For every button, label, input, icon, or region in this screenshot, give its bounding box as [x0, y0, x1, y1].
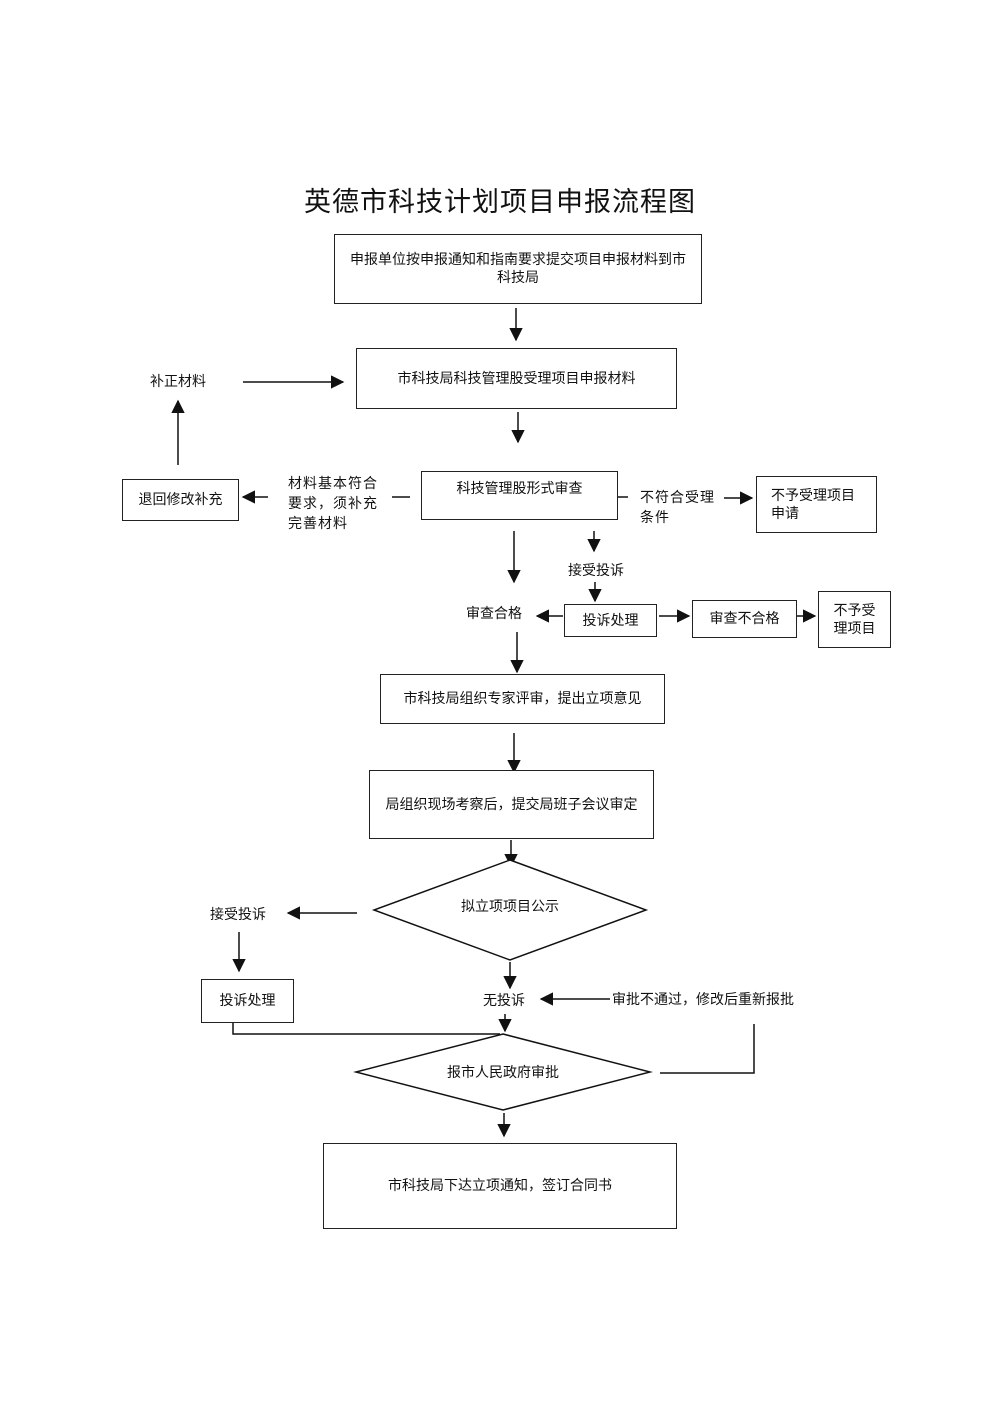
node-expert-review: 市科技局组织专家评审，提出立项意见 [380, 674, 665, 724]
node-accept: 市科技局科技管理股受理项目申报材料 [356, 348, 677, 409]
publicity-diamond [371, 859, 649, 961]
label-approval-fail: 审批不通过，修改后重新报批 [612, 992, 794, 1008]
label-not-meet: 不符合受理条件 [640, 490, 715, 526]
node-complaint-handle-2: 投诉处理 [201, 979, 294, 1023]
label-basic-ok: 材料基本符合要求，须补充完善材料 [288, 476, 378, 532]
label-review-pass: 审查合格 [466, 606, 522, 622]
node-issue-notice: 市科技局下达立项通知，签订合同书 [323, 1143, 677, 1229]
gov-approval-diamond [353, 1033, 653, 1111]
node-reject-project: 不予受理项目 [818, 591, 891, 648]
node-gov-approval: 报市人民政府审批 [447, 1065, 559, 1081]
node-submit: 申报单位按申报通知和指南要求提交项目申报材料到市科技局 [334, 234, 702, 304]
line-gov-to-fail [660, 1024, 755, 1074]
node-review-fail: 审查不合格 [692, 600, 797, 638]
label-no-complaint: 无投诉 [483, 993, 525, 1009]
page-title: 英德市科技计划项目申报流程图 [304, 187, 696, 218]
node-supplement: 补正材料 [150, 374, 206, 390]
line-handle2-to-gov [232, 1022, 500, 1035]
label-accept-complaint: 接受投诉 [568, 563, 624, 579]
node-publicity: 拟立项项目公示 [461, 899, 559, 915]
node-complaint-handle: 投诉处理 [564, 604, 657, 637]
node-site-visit: 局组织现场考察后，提交局班子会议审定 [369, 770, 654, 839]
node-reject-apply: 不予受理项目申请 [756, 476, 877, 533]
node-formal-review: 科技管理股形式审查 [421, 471, 618, 520]
node-return-modify: 退回修改补充 [122, 479, 239, 521]
label-accept-complaint-2: 接受投诉 [210, 907, 266, 923]
